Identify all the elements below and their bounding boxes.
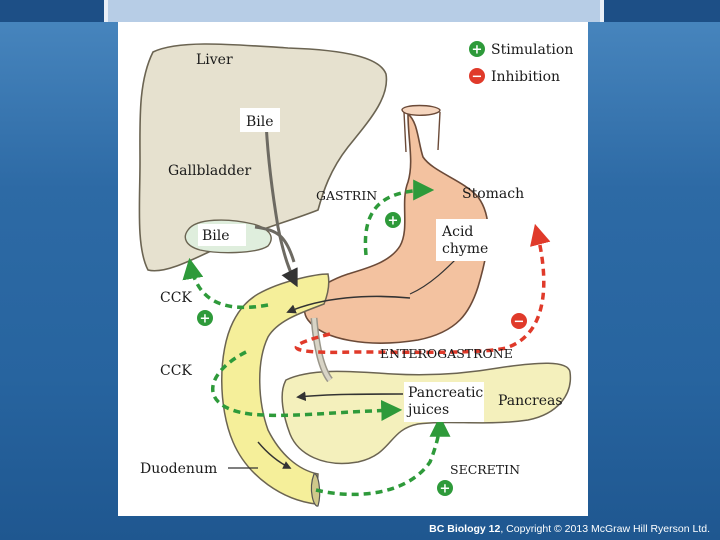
gastrin-stimulation-icon (385, 212, 401, 228)
pancreatic-juice-arrow (296, 391, 404, 402)
acid-chyme-label-line1: Acid (441, 224, 473, 240)
enterogastrone-arrow (294, 223, 551, 355)
digestive-hormones-diagram: + Stimulation − Inhibition Liver Bile Ga… (118, 22, 588, 516)
pancreatic-juices-label-line1: Pancreatic (408, 385, 483, 401)
bile-top-label-box (240, 108, 280, 132)
secretin-arrow (315, 415, 451, 497)
gastrin-arrow (363, 179, 435, 256)
duodenum-organ (221, 273, 330, 505)
inhibition-legend-icon (469, 68, 485, 84)
pancreas-label: Pancreas (498, 393, 563, 409)
diagram-svg: + Stimulation − Inhibition Liver Bile Ga… (138, 41, 573, 507)
acid-chyme-label-line2: chyme (442, 241, 488, 257)
footer-copyright: , Copyright © 2013 McGraw Hill Ryerson L… (500, 523, 710, 535)
cck-gallbladder-arrow (182, 257, 269, 310)
cystic-duct (254, 225, 296, 263)
gastrin-sign: + (388, 214, 399, 229)
top-bar-left (0, 0, 104, 22)
inhibition-legend-symbol: − (472, 70, 483, 85)
secretin-label: SECRETIN (450, 462, 520, 477)
liver-label: Liver (196, 52, 233, 68)
enterogastrone-sign: − (514, 315, 525, 330)
stomach-organ (303, 112, 489, 344)
stomach-label: Stomach (462, 186, 524, 202)
bile-gb-label-box (198, 224, 246, 246)
copyright-footer: BC Biology 12, Copyright © 2013 McGraw H… (360, 520, 710, 538)
gallbladder-label: Gallbladder (168, 163, 251, 179)
footer-book-title: BC Biology 12 (429, 523, 501, 535)
bile-gallbladder-label: Bile (202, 228, 230, 244)
chyme-flow-arrow (286, 295, 411, 314)
stimulation-legend-label: Stimulation (491, 42, 573, 58)
esophagus (401, 104, 441, 116)
pancreatic-juices-label-box (404, 382, 484, 422)
duodenum-exit (310, 473, 321, 507)
duodenum-label: Duodenum (140, 461, 217, 477)
stimulation-legend-icon (469, 41, 485, 57)
pancreatic-juices-label-line2: juices (406, 402, 449, 418)
inhibition-legend-label: Inhibition (491, 69, 560, 85)
esophagus-walls (403, 111, 441, 153)
enterogastrone-label: ENTEROGASTRONE (380, 346, 513, 361)
top-bar-separator (600, 0, 604, 22)
liver-organ (138, 43, 388, 272)
cck-pancreas-arrow (211, 350, 403, 421)
bile-duct-path (264, 121, 298, 288)
top-bar-center (108, 0, 600, 22)
stimulation-legend-symbol: + (472, 43, 483, 58)
bile-top-label: Bile (246, 114, 274, 130)
cck-sign: + (200, 312, 211, 327)
secretin-stimulation-icon (437, 480, 453, 496)
acid-chyme-label-box (436, 219, 498, 261)
cck-lower-label: CCK (160, 363, 192, 379)
duodenum-flow-arrow (257, 441, 292, 469)
secretin-sign: + (440, 482, 451, 497)
cck-stimulation-icon (197, 310, 213, 326)
cck-upper-label: CCK (160, 290, 192, 306)
top-bar-separator (104, 0, 108, 22)
top-bar-right (604, 0, 720, 22)
gastrin-label: GASTRIN (316, 188, 377, 203)
enterogastrone-inhibition-icon (511, 313, 527, 329)
